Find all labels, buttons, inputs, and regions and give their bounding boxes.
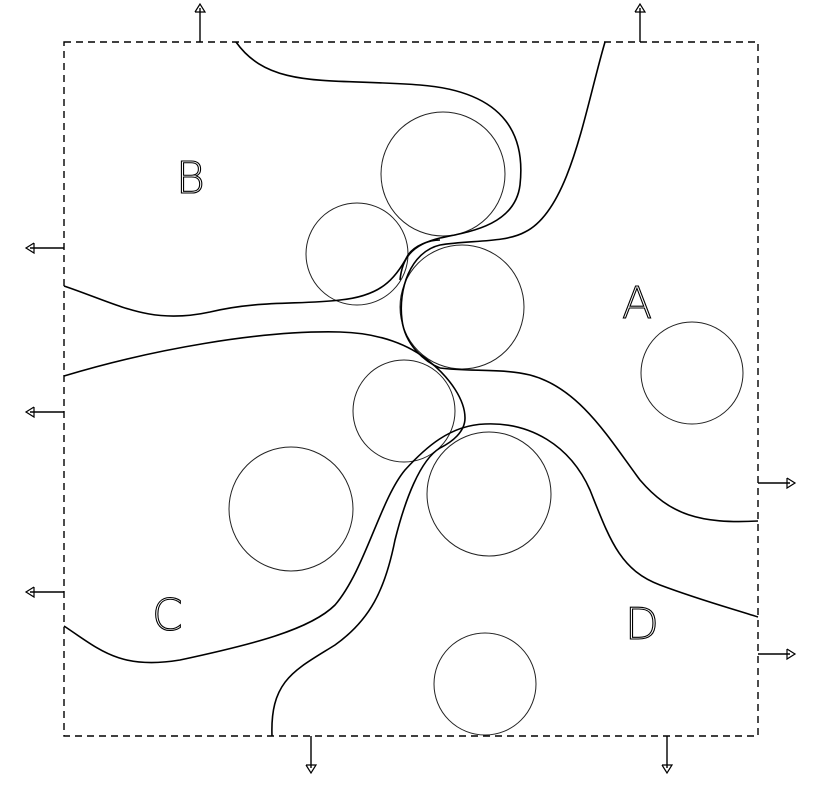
arrow-bottom-left (305, 736, 318, 775)
boundary-curve-ca (63, 331, 466, 449)
boundary-curve-ab (400, 41, 606, 369)
region-label-b: B (176, 153, 205, 204)
region-label-d: D (625, 599, 659, 650)
particle-circle (640, 321, 744, 425)
arrow-left-upper (24, 242, 64, 255)
particle-circle (305, 202, 409, 306)
particle-circle (433, 632, 537, 736)
region-label-a: A (622, 278, 652, 329)
particle-circle (380, 111, 506, 237)
particle-circle (426, 431, 552, 557)
boundary-curve-bc-upper (63, 239, 441, 317)
arrow-bottom-right (661, 736, 674, 775)
boundary-arrows (24, 2, 797, 775)
grain-boundaries (63, 41, 759, 737)
particle-circle (228, 446, 354, 572)
arrow-top-right (634, 2, 647, 42)
arrow-left-middle (24, 406, 64, 419)
particle-circle (352, 359, 456, 463)
particle-circle (399, 244, 525, 370)
arrow-top-left (194, 2, 207, 42)
boundary-curve-c-lower (63, 423, 759, 664)
region-label-c: C (152, 590, 183, 641)
boundary-curve-ad-upper (439, 367, 759, 523)
arrow-left-lower (24, 586, 64, 599)
cell-boundary (63, 41, 759, 737)
boundary-curve-top (235, 41, 522, 281)
arrow-right-upper (758, 477, 797, 490)
boundary-curve-cd-bottom (271, 447, 441, 737)
arrow-right-lower (758, 648, 797, 661)
